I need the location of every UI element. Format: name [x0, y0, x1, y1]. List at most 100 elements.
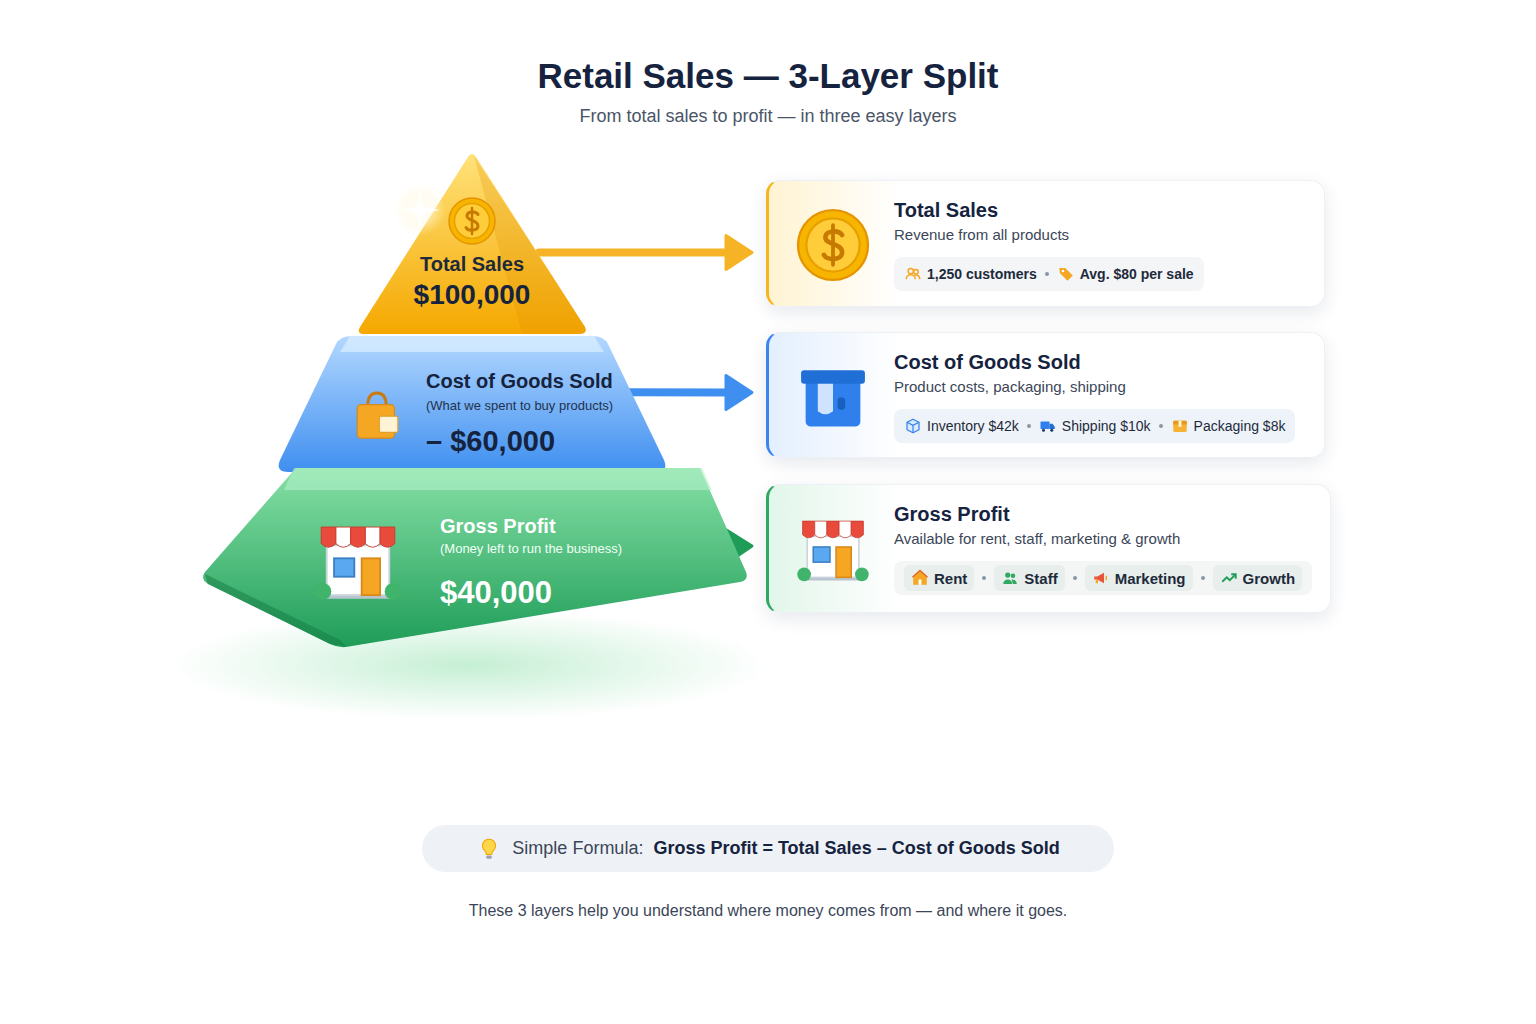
info-card: Cost of Goods SoldProduct costs, packagi…: [766, 332, 1325, 458]
pyramid-bottom-part-part-part: [327, 545, 390, 595]
formula-text: Gross Profit = Total Sales – Cost of Goo…: [653, 838, 1059, 859]
chip-icon-part-part: [1011, 574, 1016, 579]
pyramid-middle-part-part-part: [379, 416, 398, 432]
chip-label: Marketing: [1115, 570, 1186, 587]
separator-dot: [1159, 424, 1163, 428]
chip-icon-part-part: [906, 275, 920, 280]
subtitle: From total sales to profit — in three ea…: [0, 106, 1536, 127]
card-description: Product costs, packaging, shipping: [894, 378, 1126, 395]
layer-heading: Total Sales: [352, 253, 592, 276]
chip-label: 1,250 customers: [927, 266, 1037, 282]
chip-row: RentStaffMarketingGrowth: [894, 561, 1312, 595]
card-icon-part-part: [836, 547, 851, 577]
pyramid-bottom-part-part: [203, 468, 747, 647]
chip-icon: [904, 417, 922, 435]
layer-note: (Money left to run the business): [440, 541, 622, 556]
chip: Staff: [994, 565, 1064, 591]
chip-icon: [1057, 265, 1075, 283]
card-icon: [795, 512, 871, 588]
chip-icon-part: [911, 569, 929, 587]
chip: Marketing: [1085, 565, 1193, 591]
pyramid-top-part-part: [449, 198, 495, 244]
chip-label: Growth: [1243, 570, 1296, 587]
pyramid-top-part-part: [394, 184, 446, 236]
pyramid-bottom-part-part: [205, 574, 346, 646]
pyramid-top-part-part-part: [449, 198, 495, 244]
chip-icon-part-part: [1059, 268, 1073, 281]
chip-icon: [1001, 569, 1019, 587]
arrow-line: [624, 388, 730, 396]
chip-icon-part-part: [913, 571, 928, 578]
pyramid-bottom-part-part-part: [385, 583, 402, 600]
card-icon-part-part: [827, 521, 839, 538]
chip-icon-part: [904, 417, 922, 435]
separator-dot: [1073, 576, 1077, 580]
formula-pill: Simple Formula: Gross Profit = Total Sale…: [422, 825, 1114, 872]
bulb-icon: [476, 836, 502, 862]
pyramid-bottom-part-part-part: [334, 558, 354, 576]
card-icon-part-part: [797, 567, 811, 581]
pyramid-bottom-part-part-part: [362, 558, 380, 595]
chip: Growth: [1213, 565, 1303, 591]
pyramid-top-part: [352, 150, 592, 340]
separator-dot: [1045, 272, 1049, 276]
chip-icon-part-part: [1231, 574, 1236, 579]
pyramid-top: Total Sales$100,000: [352, 150, 592, 340]
card-icon-part-part: [851, 521, 863, 538]
separator-dot: [982, 576, 986, 580]
chip-icon-part-part: [1004, 580, 1018, 585]
chip-icon-part-part: [1095, 580, 1097, 584]
separator-dot: [1201, 576, 1205, 580]
chip-label: Staff: [1024, 570, 1057, 587]
card-icon-part-part: [806, 379, 861, 426]
title: Retail Sales — 3-Layer Split: [0, 56, 1536, 96]
card-icon-part: [795, 512, 871, 588]
info-card: Total SalesRevenue from all products1,25…: [766, 180, 1325, 307]
info-card: Gross ProfitAvailable for rent, staff, m…: [766, 484, 1331, 613]
pyramid-bottom-part-part: [284, 468, 712, 490]
chip-label: Shipping $10k: [1062, 418, 1151, 434]
chip-icon-part-part: [1105, 576, 1107, 581]
flow-arrow: [624, 375, 752, 409]
pyramid-middle-part-part: [357, 393, 398, 438]
card-icon-part-part: [806, 218, 859, 271]
chip-icon-part-part: [1173, 421, 1187, 432]
pyramid-bottom-part-part-part: [365, 527, 380, 547]
card-icon-part-part: [803, 521, 815, 538]
chip-label: Inventory $42k: [927, 418, 1019, 434]
layer-amount: – $60,000: [426, 425, 555, 458]
card-icon: [795, 358, 871, 434]
card-icon-part: [795, 358, 871, 434]
chip-icon-part-part: [1094, 573, 1104, 584]
chip-icon: [904, 265, 922, 283]
chip-icon-part-part: [1040, 422, 1049, 430]
pyramid-top-part-part: [400, 190, 440, 230]
pyramid-middle: Cost of Goods Sold(What we spent to buy …: [272, 330, 672, 475]
bulb-icon-part-part: [487, 855, 492, 858]
layer-heading: Cost of Goods Sold: [426, 370, 613, 393]
chip-icon-part-part: [913, 571, 927, 585]
chip-icon-part-part: [1042, 429, 1045, 432]
flow-arrow: [539, 235, 752, 269]
chip-icon: [1039, 417, 1057, 435]
pyramid-top-part-part-part: [455, 204, 490, 239]
card-icon-part-part: [838, 398, 846, 410]
chip-label: Avg. $80 per sale: [1080, 266, 1194, 282]
chip-icon-part-part: [1050, 429, 1053, 432]
chip-icon-part: [1092, 569, 1110, 587]
chip: 1,250 customers: [904, 265, 1037, 283]
card-description: Revenue from all products: [894, 226, 1069, 243]
chip: Inventory $42k: [904, 417, 1019, 435]
chip-icon-part: [904, 265, 922, 283]
separator-dot: [1027, 424, 1031, 428]
formula-label: Simple Formula:: [512, 838, 643, 859]
pyramid-middle-part-part: [279, 336, 666, 472]
chip-icon-part-part: [1005, 572, 1010, 577]
card-icon: [795, 207, 871, 283]
card-heading: Cost of Goods Sold: [894, 351, 1081, 374]
chip-row: 1,250 customers Avg. $80 per sale: [894, 257, 1204, 291]
card-description: Available for rent, staff, marketing & g…: [894, 530, 1180, 547]
card-icon-part-part: [831, 225, 835, 265]
chip-icon-part: [1220, 569, 1238, 587]
